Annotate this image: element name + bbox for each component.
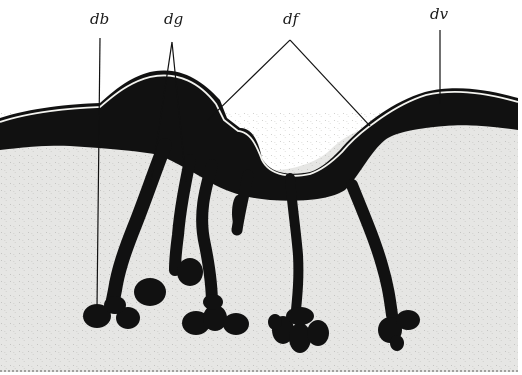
label-db: db <box>90 10 109 28</box>
lobule <box>289 323 311 353</box>
lobule <box>223 313 249 335</box>
lobule <box>286 307 314 325</box>
lobule <box>203 294 223 310</box>
lobule <box>104 296 126 314</box>
lobule <box>390 335 404 351</box>
lobule <box>232 195 244 231</box>
lobule <box>134 278 166 306</box>
lobule <box>268 314 282 330</box>
label-dv: dv <box>430 5 449 23</box>
lobule <box>307 320 329 346</box>
label-dg: dg <box>164 10 183 28</box>
label-df: df <box>283 10 301 28</box>
lobule <box>177 258 203 286</box>
lobule <box>396 310 420 330</box>
